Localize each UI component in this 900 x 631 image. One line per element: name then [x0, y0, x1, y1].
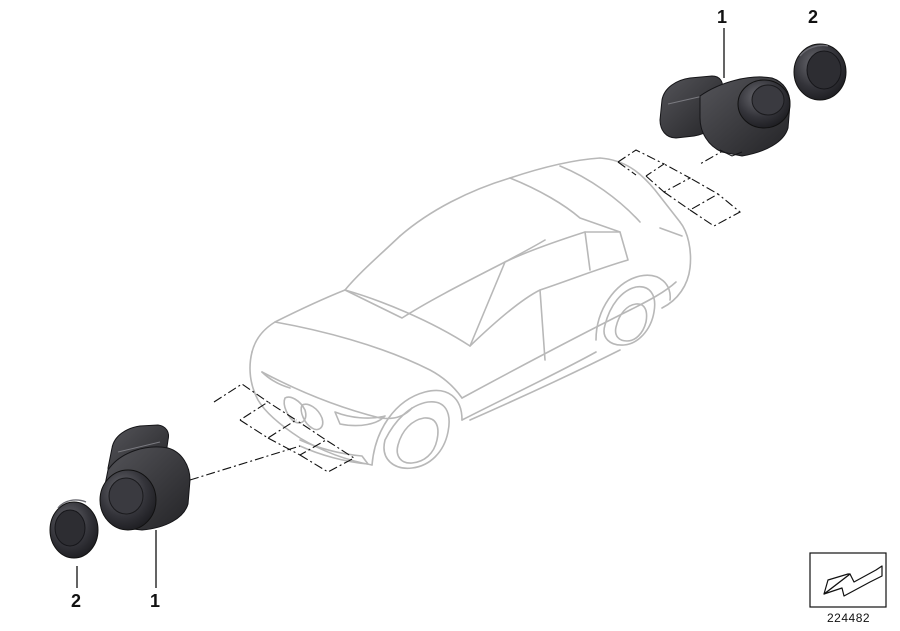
front-parking-sensor — [99, 424, 191, 531]
callout-rear-ring: 2 — [808, 7, 819, 27]
leader-lines — [76, 28, 725, 588]
callout-front-ring: 2 — [71, 591, 82, 611]
front-decorative-ring — [49, 499, 99, 559]
arrow-icon — [809, 552, 887, 608]
callout-rear-sensor: 1 — [717, 7, 728, 27]
callout-front-sensor: 1 — [150, 591, 161, 611]
placement-lines-front — [189, 383, 356, 481]
rear-decorative-ring — [793, 43, 847, 101]
car-outline — [249, 157, 692, 469]
reference-number: 224482 — [827, 611, 871, 625]
placement-lines-rear — [617, 147, 741, 227]
rear-parking-sensor — [659, 75, 791, 157]
